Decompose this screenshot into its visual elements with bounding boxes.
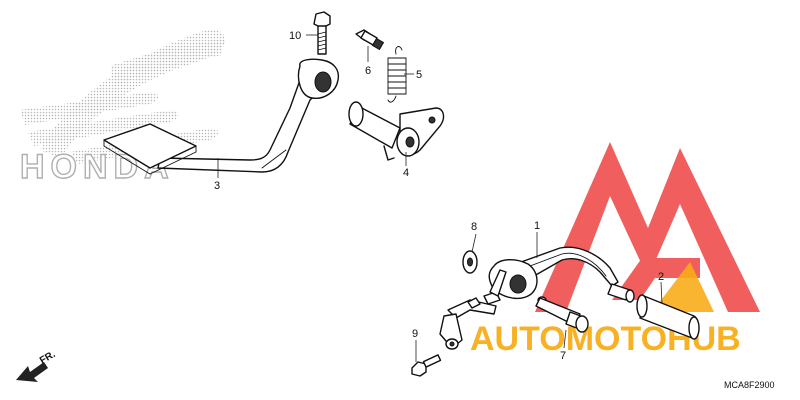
front-direction-marker: FR. (16, 349, 58, 382)
pivot-shaft-part-4[interactable] (348, 101, 445, 161)
brake-pedal-part-3[interactable] (103, 58, 340, 175)
automotohub-logo-text: AUTOMOTOHUB (470, 320, 741, 358)
callout-9: 9 (412, 328, 418, 340)
front-arrow-icon (16, 362, 48, 382)
callout-2: 2 (658, 271, 664, 283)
pin-part-7[interactable] (535, 296, 589, 333)
diagram-code: MCA8F2900 (724, 380, 775, 390)
bolt-part-6[interactable] (355, 29, 385, 51)
callout-4: 4 (403, 167, 409, 179)
bolt-part-10[interactable] (313, 11, 331, 55)
callout-7: 7 (560, 350, 566, 362)
brake-linkage[interactable] (439, 269, 507, 350)
callout-8: 8 (471, 221, 477, 233)
callout-1: 1 (534, 220, 540, 232)
callouts: 10 6 5 4 3 8 1 2 7 9 (214, 30, 664, 362)
bolt-part-9[interactable] (411, 354, 442, 377)
honda-wing-watermark (20, 30, 225, 164)
rubber-grip-part-2[interactable] (636, 294, 700, 340)
callout-6: 6 (365, 65, 371, 77)
callout-10: 10 (289, 30, 301, 42)
callout-5: 5 (416, 69, 422, 81)
automotohub-triangle-logo (535, 142, 760, 312)
callout-3: 3 (214, 180, 220, 192)
return-spring-part-5[interactable] (387, 46, 407, 103)
front-direction-label: FR. (38, 349, 58, 367)
washer-part-8[interactable] (462, 250, 478, 274)
leader-lines (217, 34, 663, 362)
